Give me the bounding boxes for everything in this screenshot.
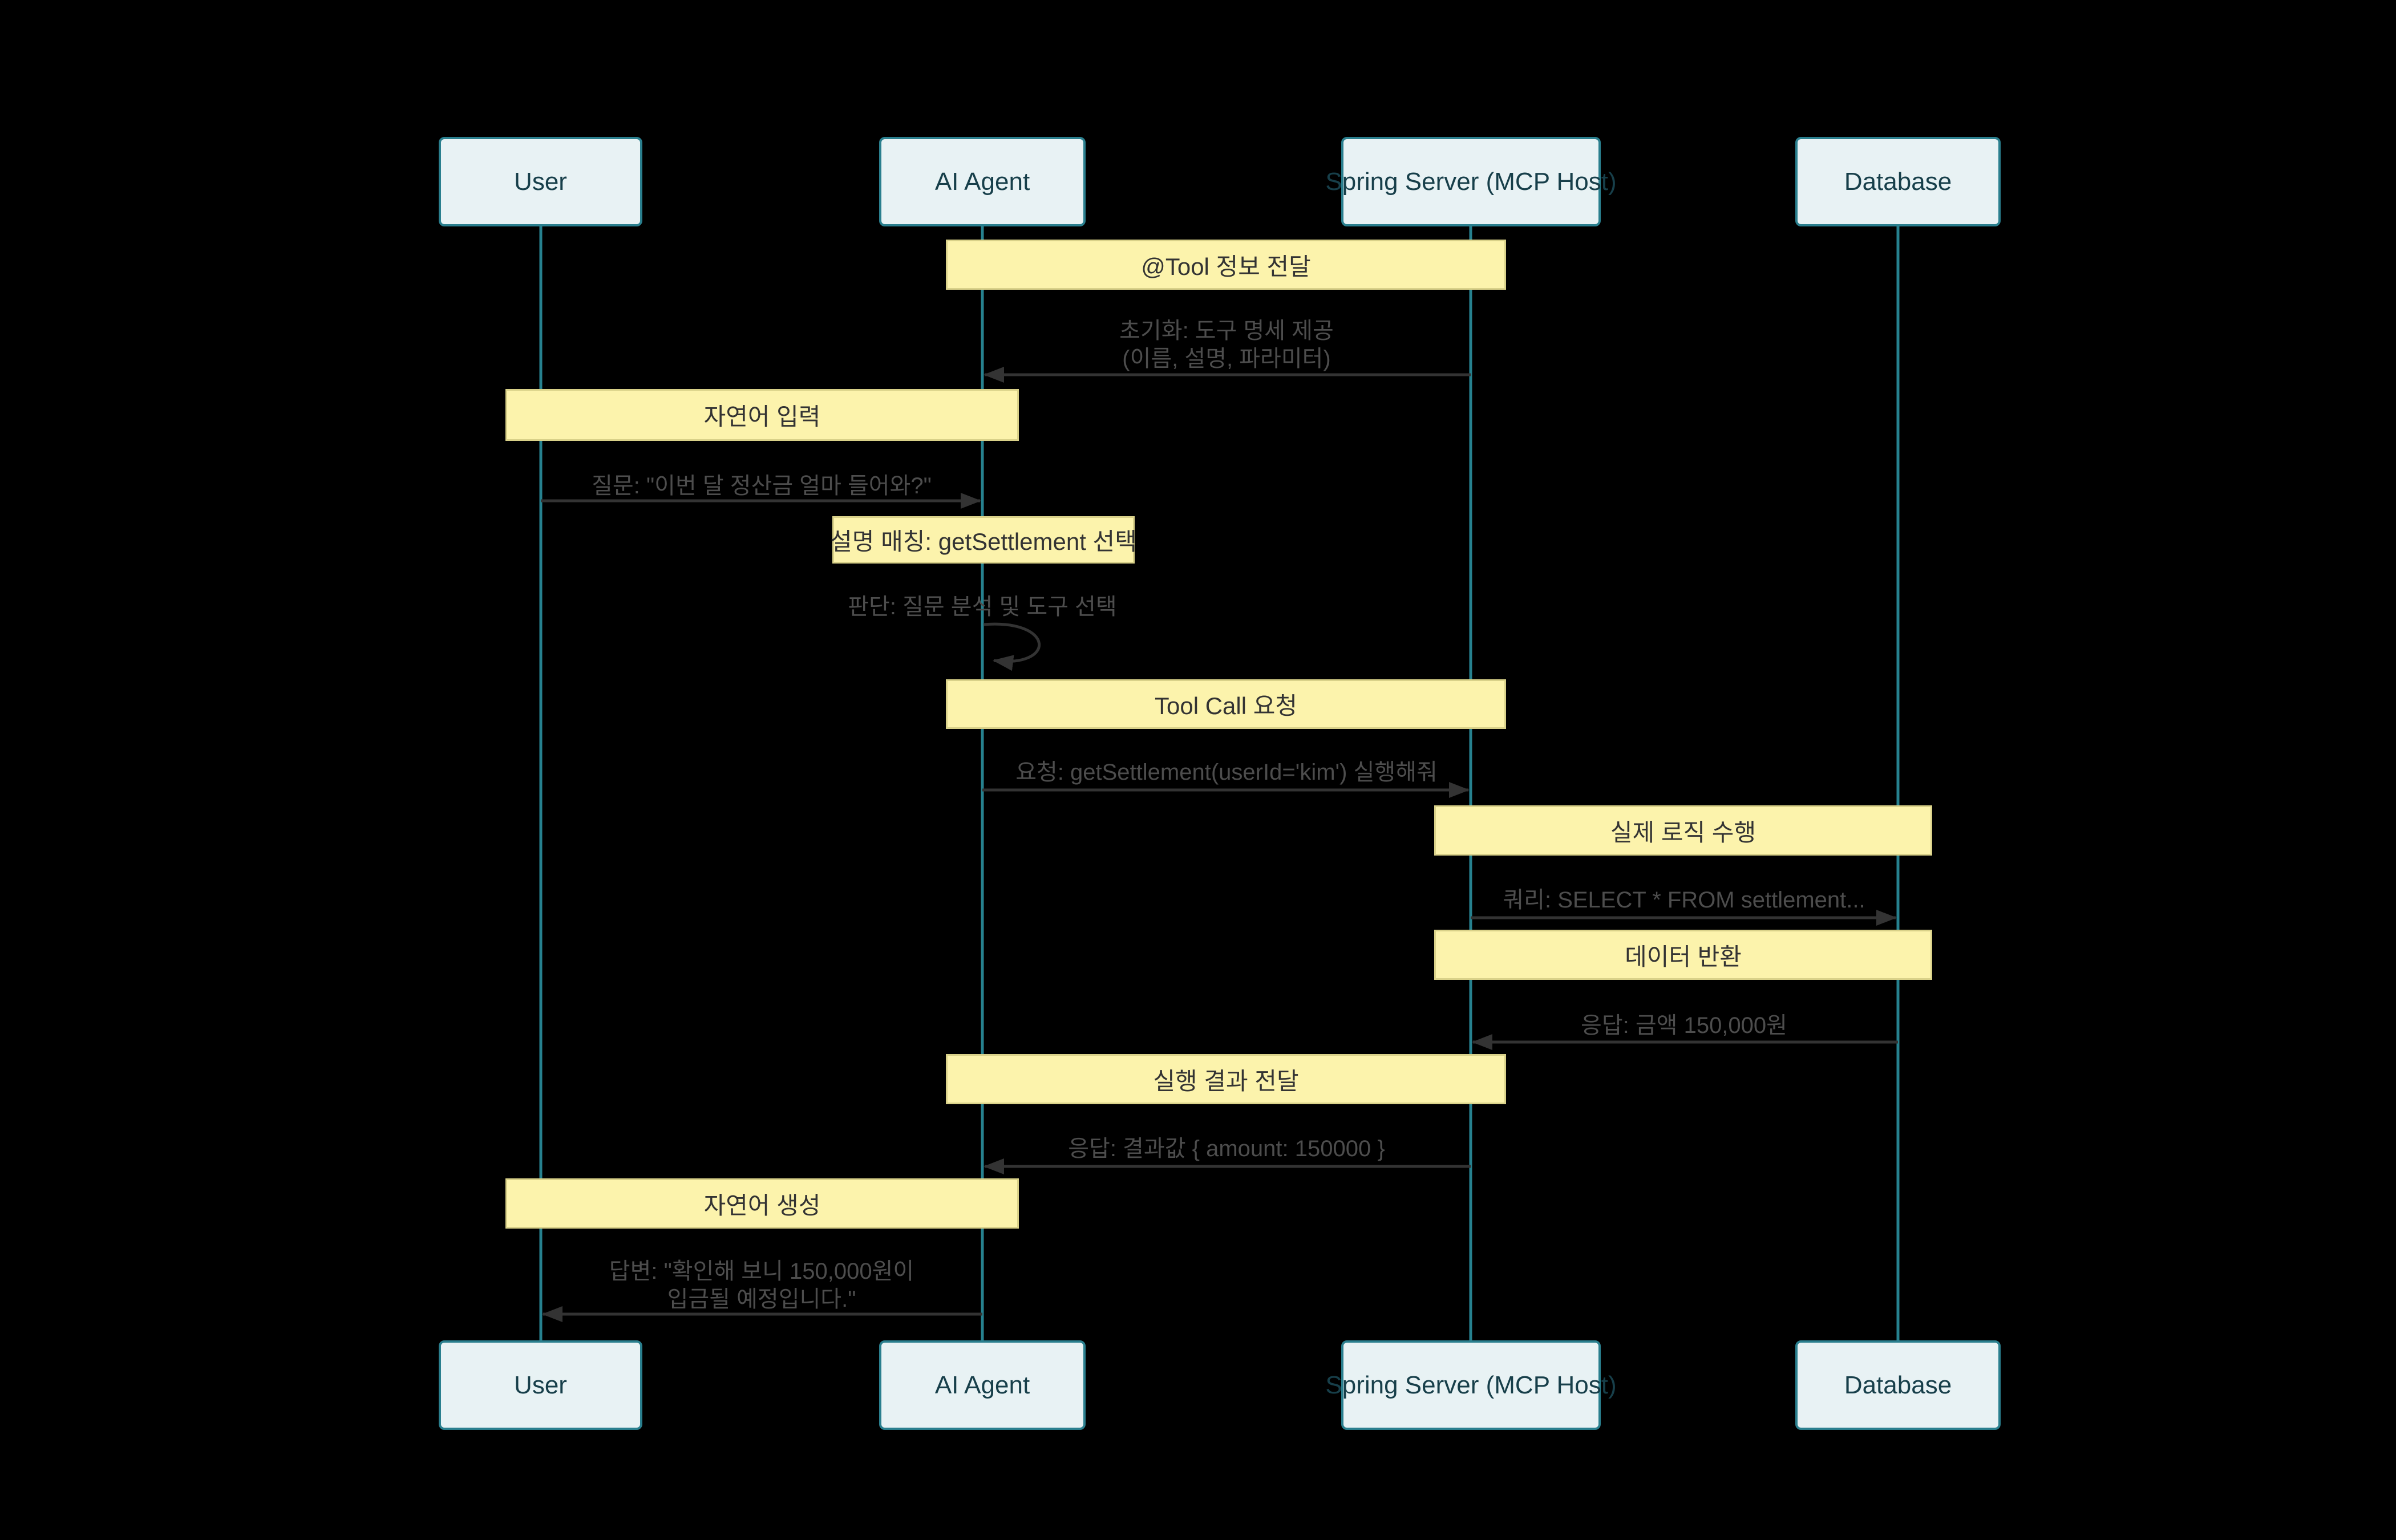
note-description-match: 설명 매칭: getSettlement 선택: [830, 516, 1137, 564]
message-db-query: 쿼리: SELECT * FROM settlement...: [1503, 887, 1865, 913]
note-logic-execution: 실제 로직 수행: [1434, 805, 1932, 856]
note-natural-language-generation: 자연어 생성: [505, 1178, 1019, 1229]
actor-spring-server-bottom: Spring Server (MCP Host): [1325, 1340, 1617, 1430]
message-final-answer: 답변: "확인해 보니 150,000원이 입금될 예정입니다.": [609, 1259, 914, 1312]
actor-database-top: Database: [1795, 137, 2001, 226]
note-logic-execution-label: 실제 로직 수행: [1610, 818, 1756, 846]
message-init-tools: 초기화: 도구 명세 제공 (이름, 설명, 파라미터): [1119, 318, 1334, 371]
actor-ai-agent-top: AI Agent: [879, 137, 1086, 226]
actor-ai-agent-bottom: AI Agent: [879, 1340, 1086, 1430]
message-result-response: 응답: 결과값 { amount: 150000 }: [1068, 1136, 1385, 1161]
note-description-match-label: 설명 매칭: getSettlement 선택: [830, 528, 1137, 555]
message-user-question: 질문: "이번 달 정산금 얼마 들어와?": [592, 473, 932, 499]
actor-spring-server-label: Spring Server (MCP Host): [1325, 1371, 1617, 1399]
note-natural-language-generation-label: 자연어 생성: [703, 1192, 821, 1219]
arrow-self-decision: [983, 622, 1041, 671]
note-natural-language-input-label: 자연어 입력: [703, 403, 821, 430]
actor-user-label: User: [514, 167, 567, 196]
message-db-response: 응답: 금액 150,000원: [1581, 1013, 1787, 1038]
note-tool-call-request: Tool Call 요청: [946, 679, 1506, 729]
message-self-decision: 판단: 질문 분석 및 도구 선택: [848, 594, 1117, 619]
actor-user-top: User: [439, 137, 642, 226]
note-result-delivery-label: 실행 결과 전달: [1153, 1067, 1299, 1095]
actor-user-bottom: User: [439, 1340, 642, 1430]
message-tool-call: 요청: getSettlement(userId='kim') 실행해줘: [1015, 760, 1438, 785]
note-data-return: 데이터 반환: [1434, 930, 1932, 980]
actor-database-label: Database: [1844, 167, 1952, 196]
note-data-return-label: 데이터 반환: [1625, 943, 1742, 970]
note-result-delivery: 실행 결과 전달: [946, 1054, 1506, 1104]
note-tool-call-request-label: Tool Call 요청: [1154, 692, 1298, 719]
actor-ai-agent-label: AI Agent: [934, 167, 1030, 196]
note-tool-info: @Tool 정보 전달: [946, 240, 1506, 290]
note-natural-language-input: 자연어 입력: [505, 389, 1019, 441]
actor-spring-server-top: Spring Server (MCP Host): [1325, 137, 1617, 226]
actor-database-bottom: Database: [1795, 1340, 2001, 1430]
note-tool-info-label: @Tool 정보 전달: [1141, 253, 1311, 280]
actor-user-label: User: [514, 1371, 567, 1399]
actor-spring-server-label: Spring Server (MCP Host): [1325, 167, 1617, 196]
actor-ai-agent-label: AI Agent: [934, 1371, 1030, 1399]
actor-database-label: Database: [1844, 1371, 1952, 1399]
